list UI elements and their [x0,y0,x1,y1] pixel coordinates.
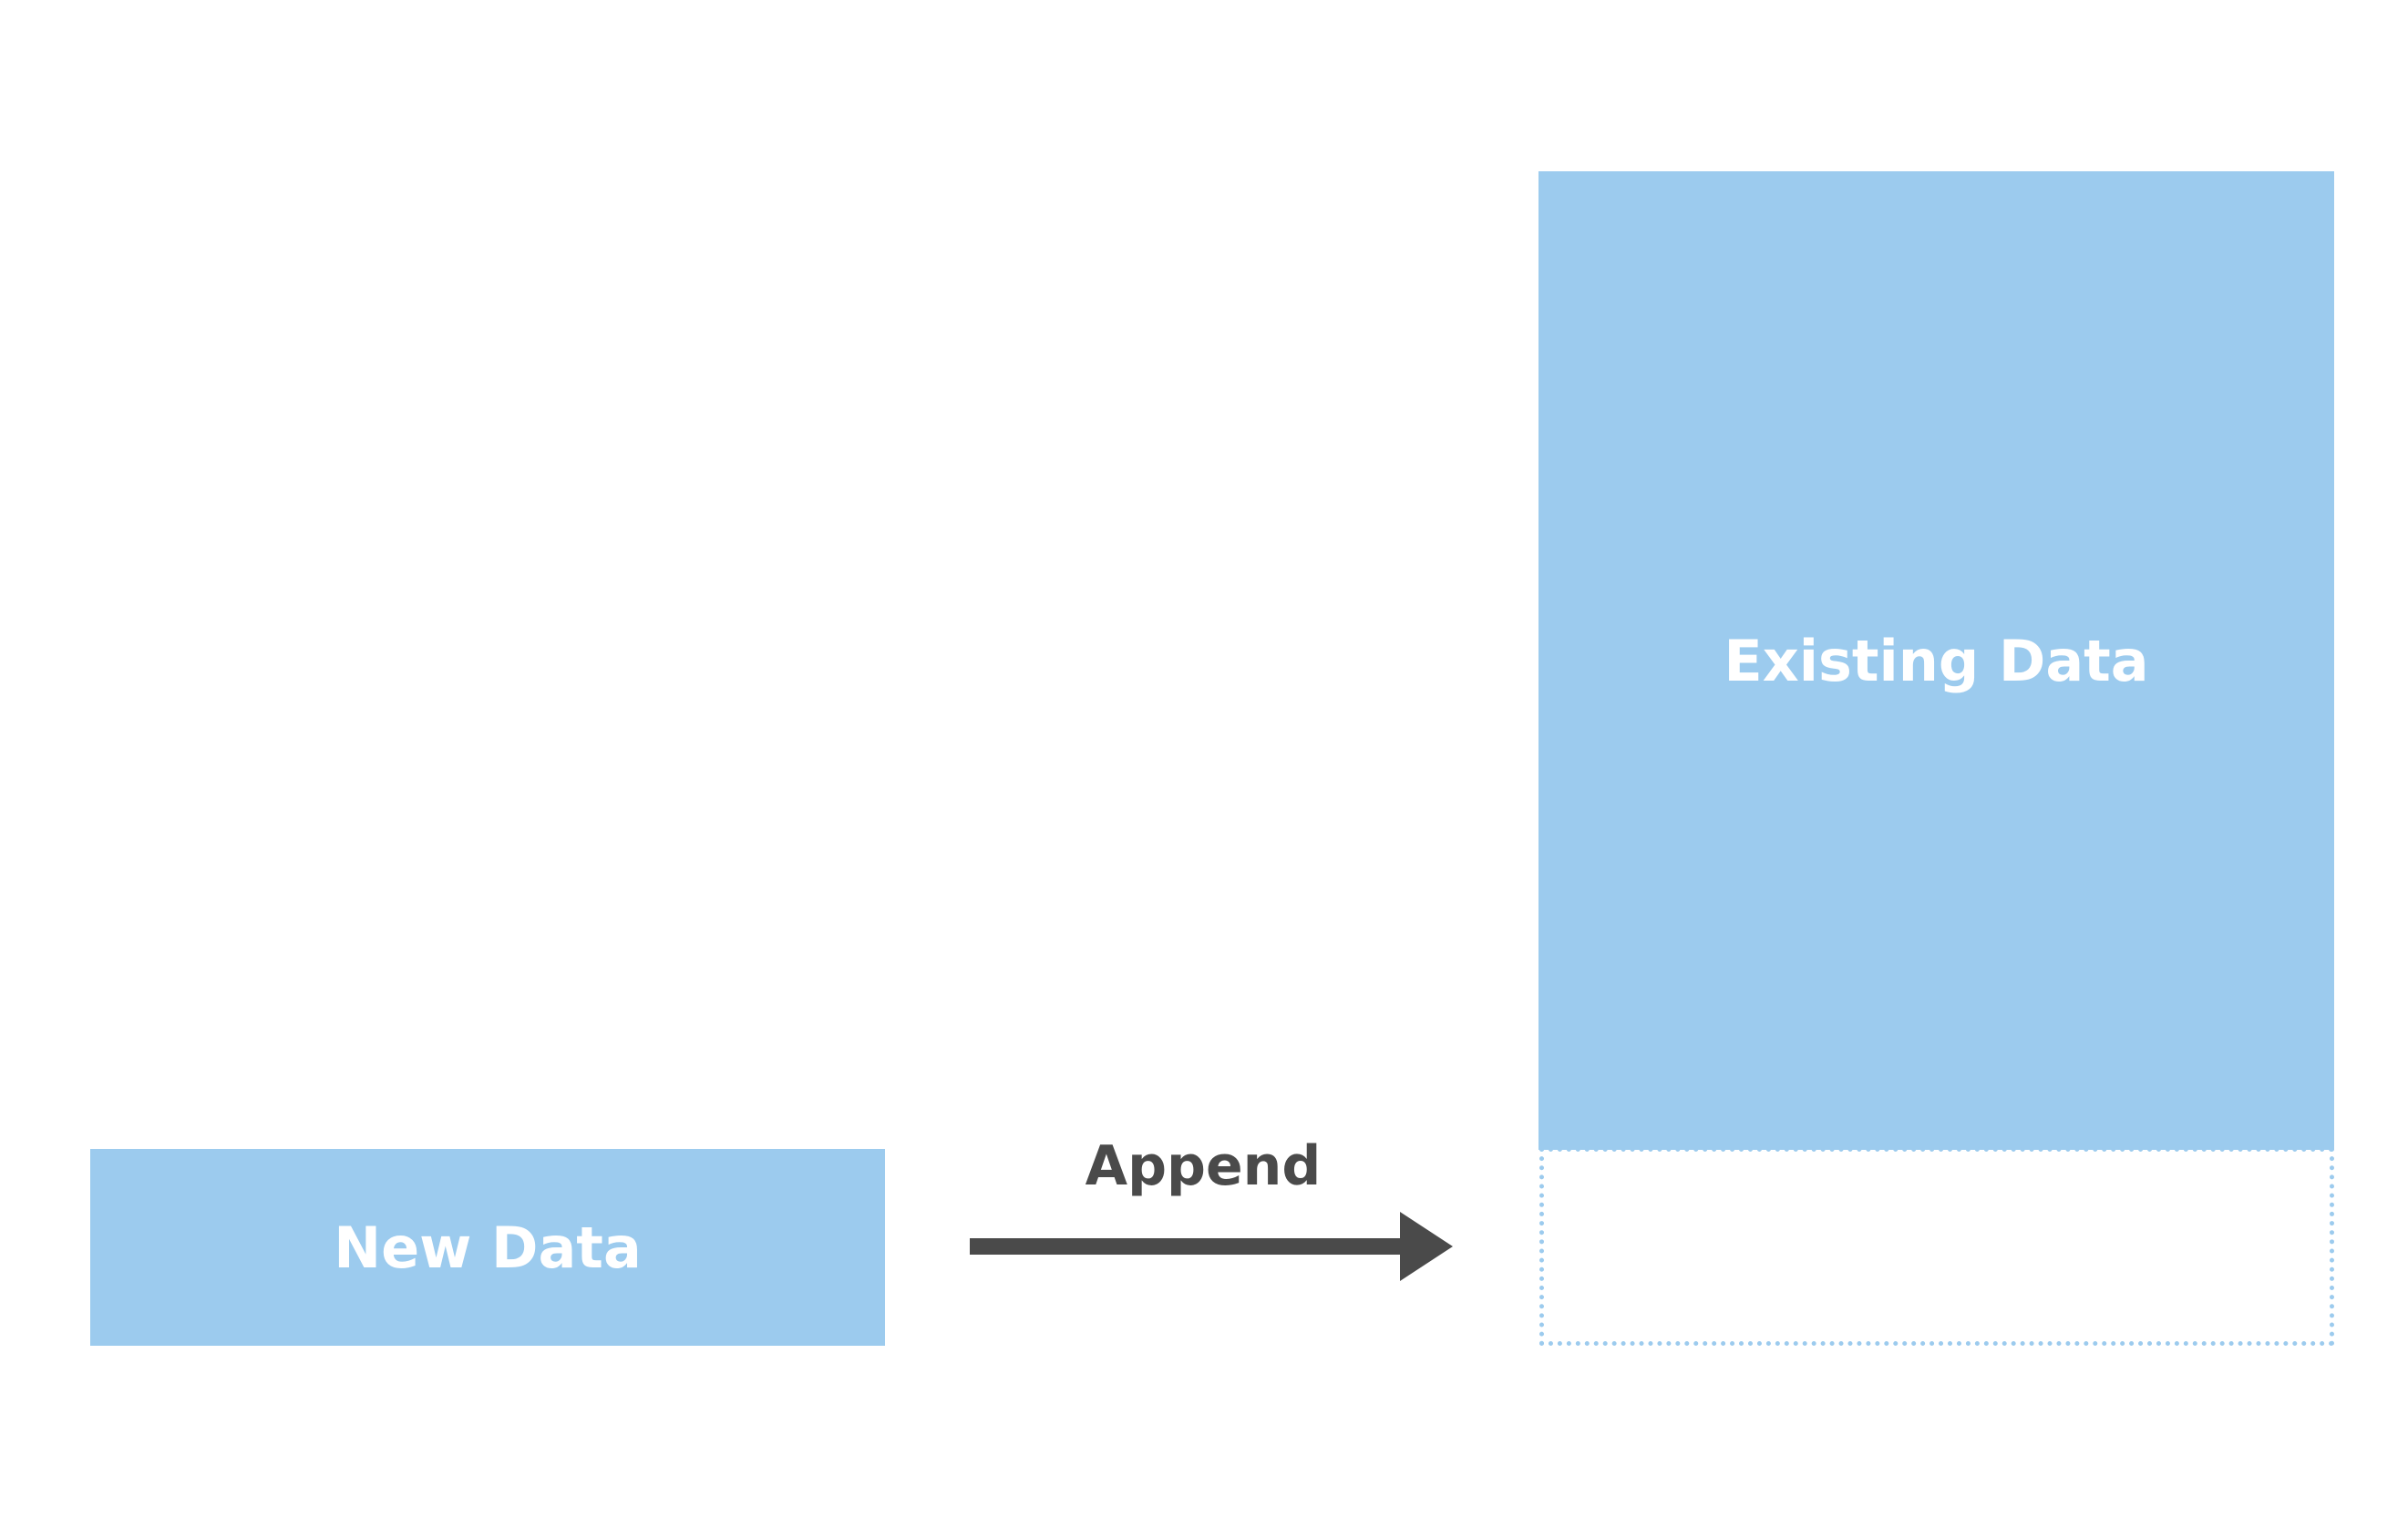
existing-data-block: Existing Data [1538,171,2334,1150]
arrow-head [1400,1212,1453,1281]
existing-data-label: Existing Data [1724,627,2149,694]
new-data-block: New Data [90,1149,885,1346]
new-data-label: New Data [334,1214,642,1281]
append-slot-placeholder [1539,1147,2334,1346]
right-arrow-icon [970,1212,1453,1281]
arrow-shaft [970,1238,1407,1255]
append-label: Append [1085,1134,1322,1198]
